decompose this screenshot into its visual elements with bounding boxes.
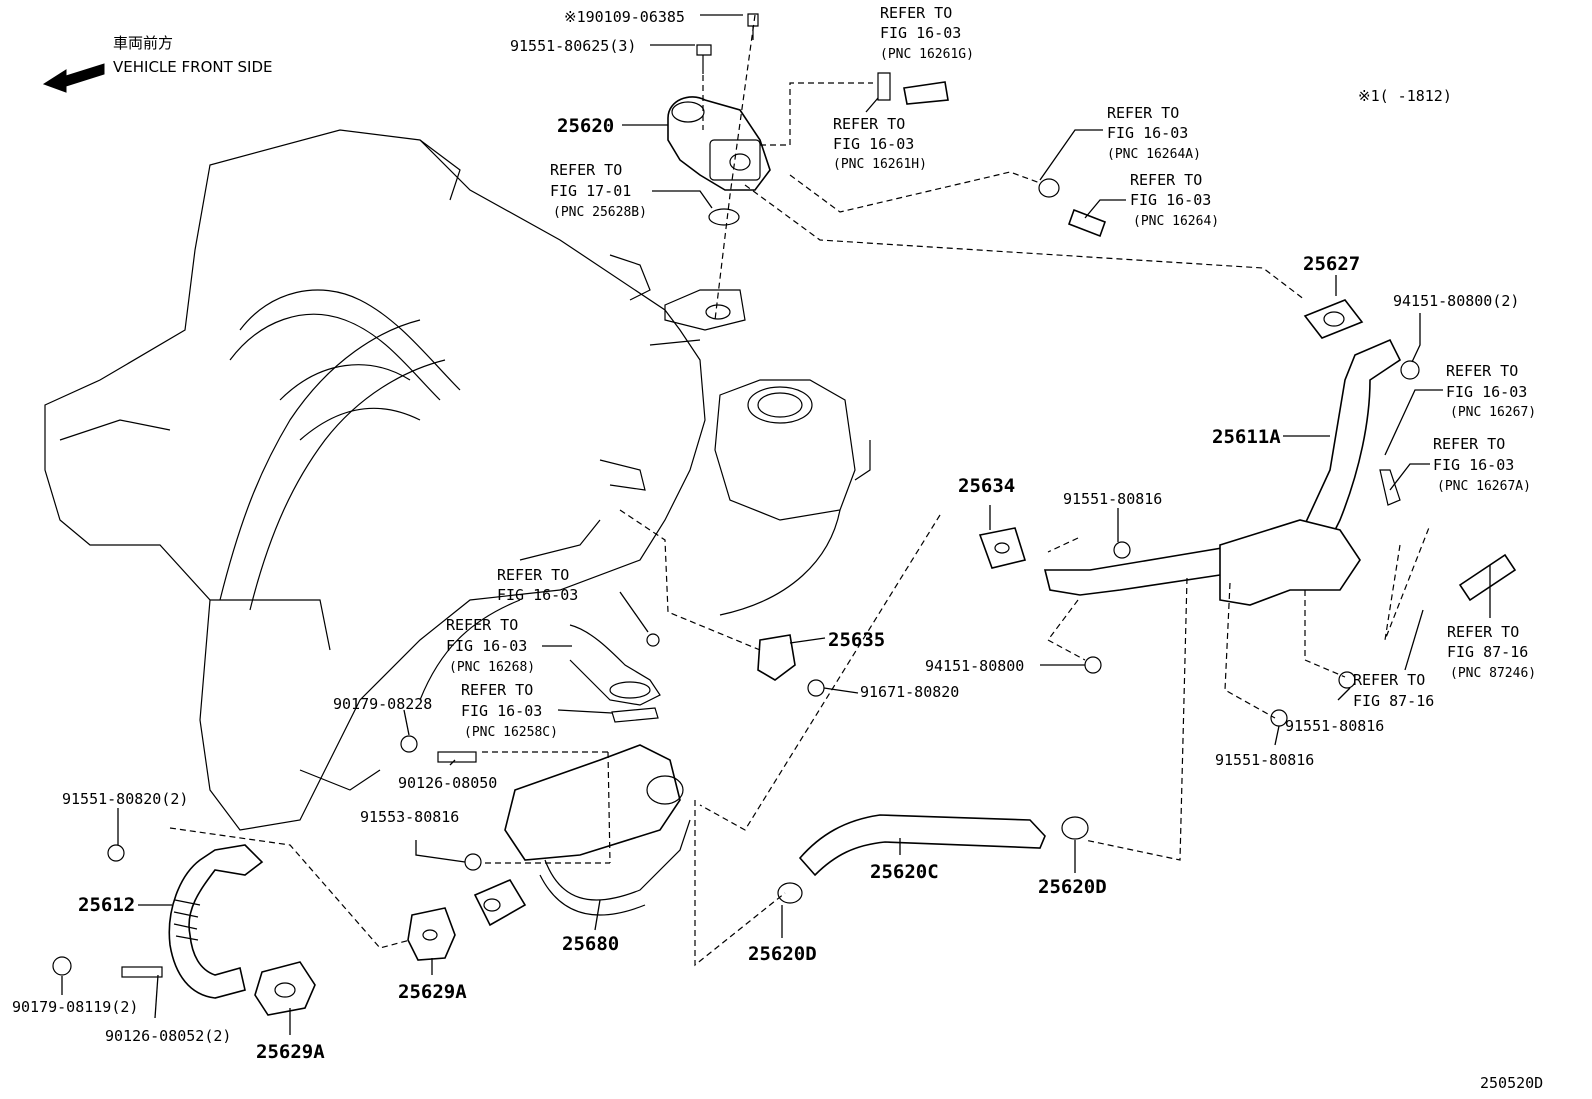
svg-text:FIG 16-03: FIG 16-03 <box>461 702 542 720</box>
svg-text:REFER TO: REFER TO <box>880 4 952 22</box>
part-shapes <box>42 13 1517 1016</box>
dashed-guide-lines <box>169 14 1431 967</box>
part-label-25680[interactable]: 25680 <box>562 933 619 955</box>
svg-text:FIG 87-16: FIG 87-16 <box>1447 643 1528 661</box>
refer-16261G[interactable]: REFER TO FIG 16-03 (PNC 16261G) <box>880 4 974 62</box>
svg-text:(PNC 16268): (PNC 16268) <box>449 660 535 675</box>
refer-16261H[interactable]: REFER TO FIG 16-03 (PNC 16261H) <box>833 115 927 172</box>
part-label-90126-08052-2[interactable]: 90126-08052(2) <box>105 1027 231 1045</box>
svg-text:FIG 16-03: FIG 16-03 <box>446 637 527 655</box>
part-label-25611A[interactable]: 25611A <box>1212 426 1281 448</box>
part-label-91553-80816[interactable]: 91553-80816 <box>360 808 459 826</box>
refer-87246[interactable]: REFER TO FIG 87-16 (PNC 87246) <box>1447 623 1536 681</box>
part-label-91671-80820[interactable]: 91671-80820 <box>860 683 959 701</box>
part-label-90179-08228[interactable]: 90179-08228 <box>333 695 432 713</box>
svg-text:REFER TO: REFER TO <box>497 566 569 584</box>
svg-text:FIG 16-03: FIG 16-03 <box>833 135 914 153</box>
part-label-25629A-lower[interactable]: 25629A <box>256 1041 325 1063</box>
vehicle-front-label-jp: 車両前方 <box>113 34 173 52</box>
refer-16258C[interactable]: REFER TO FIG 16-03 (PNC 16258C) <box>461 681 558 740</box>
part-label-91551-80625[interactable]: 91551-80625(3) <box>510 37 636 55</box>
svg-text:REFER TO: REFER TO <box>461 681 533 699</box>
svg-text:(PNC 16267): (PNC 16267) <box>1450 405 1536 420</box>
front-arrow-icon <box>42 63 105 93</box>
svg-text:REFER TO: REFER TO <box>446 616 518 634</box>
svg-text:REFER TO: REFER TO <box>1446 362 1518 380</box>
refer-16267[interactable]: REFER TO FIG 16-03 (PNC 16267) <box>1446 362 1536 420</box>
svg-text:FIG 16-03: FIG 16-03 <box>1130 191 1211 209</box>
part-label-94151-80800[interactable]: 94151-80800 <box>925 657 1024 675</box>
part-label-190109-06385[interactable]: ※190109-06385 <box>564 8 685 26</box>
svg-text:(PNC 87246): (PNC 87246) <box>1450 666 1536 681</box>
svg-text:(PNC 16267A): (PNC 16267A) <box>1437 479 1531 494</box>
svg-text:FIG 16-03: FIG 16-03 <box>880 24 961 42</box>
part-label-90179-08119-2[interactable]: 90179-08119(2) <box>12 998 138 1016</box>
part-label-91551-80816-right[interactable]: 91551-80816 <box>1285 717 1384 735</box>
refer-16264A[interactable]: REFER TO FIG 16-03 (PNC 16264A) <box>1107 104 1201 162</box>
refer-25628B[interactable]: REFER TO FIG 17-01 (PNC 25628B) <box>550 161 647 220</box>
refer-16264[interactable]: REFER TO FIG 16-03 (PNC 16264) <box>1130 171 1219 229</box>
part-label-25629A-upper[interactable]: 25629A <box>398 981 467 1003</box>
refer-fig-16-03[interactable]: REFER TO FIG 16-03 <box>497 566 578 604</box>
svg-text:(PNC 16258C): (PNC 16258C) <box>464 725 558 740</box>
part-label-25634[interactable]: 25634 <box>958 475 1015 497</box>
svg-text:REFER TO: REFER TO <box>1130 171 1202 189</box>
svg-text:FIG 16-03: FIG 16-03 <box>1107 124 1188 142</box>
refer-16267A[interactable]: REFER TO FIG 16-03 (PNC 16267A) <box>1433 435 1531 494</box>
svg-text:(PNC 16261H): (PNC 16261H) <box>833 157 927 172</box>
vehicle-front-label-en: VEHICLE FRONT SIDE <box>113 58 273 76</box>
svg-text:(PNC 16264A): (PNC 16264A) <box>1107 147 1201 162</box>
svg-text:REFER TO: REFER TO <box>833 115 905 133</box>
part-label-91551-80820-2[interactable]: 91551-80820(2) <box>62 790 188 808</box>
part-label-25620[interactable]: 25620 <box>557 115 614 137</box>
note-reference: ※1( -1812) <box>1358 87 1452 105</box>
svg-text:(PNC 16264): (PNC 16264) <box>1133 214 1219 229</box>
part-label-25620D-left[interactable]: 25620D <box>748 943 817 965</box>
part-label-25627[interactable]: 25627 <box>1303 253 1360 275</box>
part-label-94151-80800-2[interactable]: 94151-80800(2) <box>1393 292 1519 310</box>
refer-fig-87-16[interactable]: REFER TO FIG 87-16 <box>1353 671 1434 710</box>
part-label-91551-80816-top[interactable]: 91551-80816 <box>1063 490 1162 508</box>
part-label-25620C[interactable]: 25620C <box>870 861 939 883</box>
figure-id: 250520D <box>1480 1074 1543 1092</box>
svg-text:REFER TO: REFER TO <box>550 161 622 179</box>
svg-text:(PNC 16261G): (PNC 16261G) <box>880 47 974 62</box>
svg-text:(PNC 25628B): (PNC 25628B) <box>553 205 647 220</box>
part-label-91551-80816-bottom[interactable]: 91551-80816 <box>1215 751 1314 769</box>
part-label-25620D-right[interactable]: 25620D <box>1038 876 1107 898</box>
svg-text:FIG 87-16: FIG 87-16 <box>1353 692 1434 710</box>
part-label-25612[interactable]: 25612 <box>78 894 135 916</box>
refer-16268[interactable]: REFER TO FIG 16-03 (PNC 16268) <box>446 616 535 675</box>
svg-text:FIG 16-03: FIG 16-03 <box>497 586 578 604</box>
svg-text:FIG 16-03: FIG 16-03 <box>1446 383 1527 401</box>
part-label-25635[interactable]: 25635 <box>828 629 885 651</box>
part-label-90126-08050[interactable]: 90126-08050 <box>398 774 497 792</box>
engine-block-drawing <box>44 129 871 831</box>
svg-text:REFER TO: REFER TO <box>1353 671 1425 689</box>
svg-text:REFER TO: REFER TO <box>1107 104 1179 122</box>
svg-text:FIG 16-03: FIG 16-03 <box>1433 456 1514 474</box>
svg-text:FIG 17-01: FIG 17-01 <box>550 182 631 200</box>
svg-text:REFER TO: REFER TO <box>1447 623 1519 641</box>
leader-lines <box>61 14 1491 1035</box>
svg-text:REFER TO: REFER TO <box>1433 435 1505 453</box>
